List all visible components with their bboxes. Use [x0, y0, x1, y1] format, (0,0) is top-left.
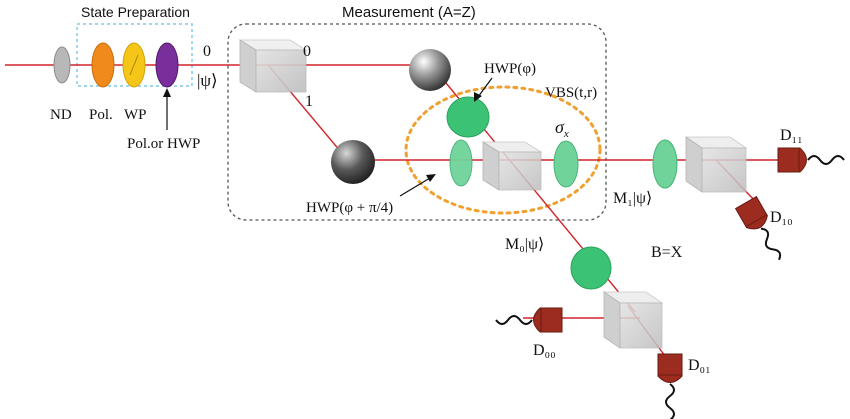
m0-wave-plate	[570, 246, 612, 290]
input-path-0-label: 0	[203, 43, 211, 60]
sigma-x-plate	[553, 140, 579, 188]
m1-wave-plate	[652, 139, 678, 189]
vbs-label: VBS(t,r)	[545, 85, 597, 101]
d10-label: D₁₀	[770, 209, 793, 226]
d00-label: D₀₀	[533, 342, 556, 359]
pol-or-hwp-plate	[155, 42, 179, 88]
hwp-phi-pi4-arrow	[399, 177, 431, 197]
detector-d10	[734, 195, 782, 261]
input-beam-splitter	[238, 39, 308, 93]
m1-psi-label: M₁|ψ⟩	[613, 190, 652, 207]
d01-label: D₀₁	[688, 357, 711, 374]
input-psi-label: |ψ⟩	[197, 71, 218, 90]
d11-label: D₁₁	[780, 127, 803, 144]
measurement-box	[227, 23, 607, 221]
m1-beam-splitter	[684, 136, 748, 193]
hwp-phi-plate	[446, 96, 490, 138]
hwp-phi-arrowhead	[474, 92, 482, 102]
detector-d00	[495, 307, 563, 333]
sigma-label: σx	[555, 117, 569, 140]
hwp-phi-pi4-label: HWP(φ + π/4)	[306, 200, 393, 216]
pol-or-hwp-arrowhead	[163, 88, 171, 97]
b-eq-x-label: B=X	[651, 244, 683, 261]
measurement-label: Measurement (A=Z)	[342, 4, 476, 21]
m0-psi-label: M₀|ψ⟩	[505, 236, 544, 253]
hwp-phi-pi4-plate	[449, 139, 473, 187]
laser-beam	[5, 64, 790, 361]
hwp-phi-pi4-arrowhead	[426, 174, 436, 182]
nd-filter	[53, 46, 71, 84]
detector-d11	[777, 147, 845, 173]
pol-label: Pol.	[89, 107, 113, 123]
hwp-phi-arrow	[477, 77, 493, 98]
path-0-label: 0	[303, 43, 311, 60]
m0-beam-splitter	[602, 291, 664, 349]
wave-plate-axis	[129, 54, 139, 76]
mirror-top	[409, 49, 451, 91]
nd-label: ND	[50, 107, 72, 123]
hwp-phi-label: HWP(φ)	[484, 61, 536, 77]
vbs-ring	[404, 85, 602, 215]
state-preparation-label: State Preparation	[81, 4, 190, 20]
polarizer	[91, 42, 115, 88]
path-1-label: 1	[305, 93, 313, 110]
detector-d01	[657, 353, 683, 419]
mirror-left	[331, 140, 375, 184]
vbs-cube	[481, 141, 543, 191]
wp-label: WP	[124, 107, 147, 123]
pol-or-hwp-label: Pol.or HWP	[127, 136, 200, 152]
